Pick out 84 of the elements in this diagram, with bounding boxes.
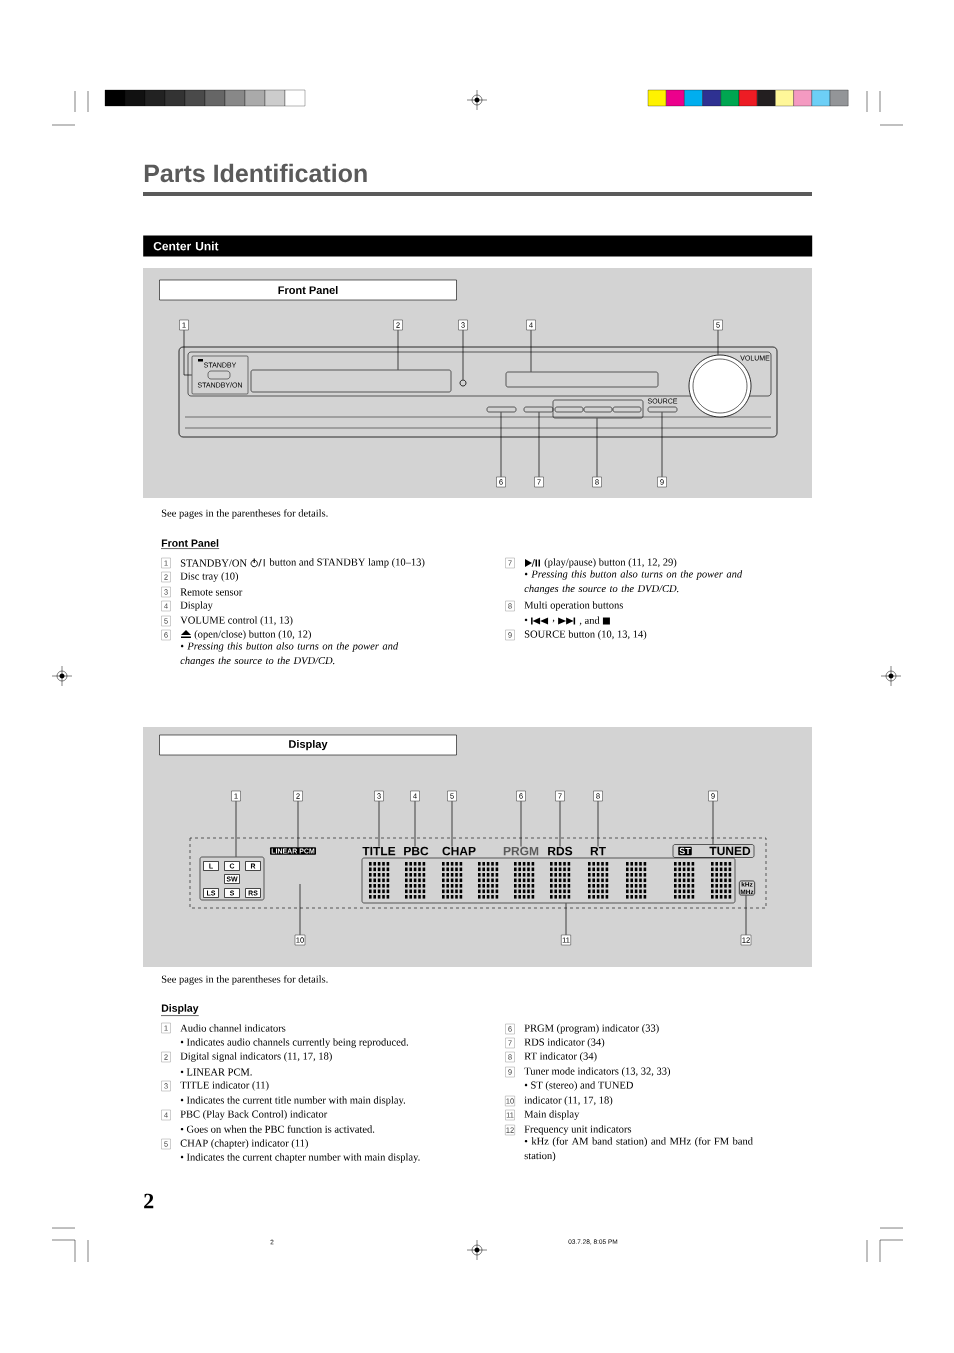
channel-indicator-frame [199,856,265,901]
leader-line [520,800,522,847]
leader-line [462,329,464,380]
page-title: Parts Identification [144,163,367,183]
leader-line [530,329,532,373]
section-band: Center Unit [143,235,813,257]
button-group-frame [552,399,644,419]
item-text: Tuner mode indicators (13, 32, 33) [524,1067,671,1077]
item-text: button and STANDBY lamp (10–13) [269,558,425,568]
leader-line [451,800,453,847]
leader-line [397,329,399,371]
leader-line [378,800,380,848]
stop-button [554,406,584,413]
indicator-label: CHAP [442,846,476,856]
note-text: See pages in the parentheses for details. [161,509,328,519]
indicator-label: TUNED [709,846,751,856]
leader-line [717,329,719,355]
display-window [505,371,659,388]
item-text: • Indicates the current title number with main display. [180,1096,405,1106]
next-button [612,406,642,413]
item-text: • ST (stereo) and TUNED [524,1081,633,1091]
item-text: RDS indicator (34) [524,1038,605,1048]
note-text: • Pressing this button also turns on the power and changes the source to the DVD/CD. [524,570,743,595]
leader-line [297,800,299,848]
indicator-badge: ST [678,846,692,856]
leader-line [745,895,747,936]
item-text: RT indicator (34) [524,1052,597,1062]
item-text: Digital signal indicators (11, 17, 18) [180,1052,332,1062]
note-text: See pages in the parentheses for details. [161,975,328,985]
item-text: Frequency unit indicators [524,1125,632,1135]
item-text: , and [579,616,600,626]
note-text: • Pressing this button also turns on the power and changes the source to the DVD/CD. [180,642,399,667]
leader-line [500,411,502,478]
section-heading: Front Panel [160,539,220,549]
item-text: • Indicates the current chapter number with main display. [180,1153,420,1163]
leader-line [414,800,416,847]
section-heading: Display [160,1004,200,1016]
main-display [361,857,736,904]
leader-line [235,800,237,858]
item-text: Disc tray (10) [180,572,239,582]
indicator-label: PRGM [503,846,539,856]
tuner-indicator-frame [672,844,755,858]
item-text: • LINEAR PCM. [180,1068,252,1076]
leader-line [565,902,567,936]
item-text: PRGM (program) indicator (33) [524,1024,659,1034]
indicator-label: RDS [548,846,573,856]
eject-button [486,406,517,413]
item-text: TITLE indicator (11) [180,1081,269,1091]
item-text: Audio channel indicators [180,1024,286,1032]
item-text: • kHz (for AM band station) and MHz (for FM band station) [524,1137,753,1162]
leader-line [538,411,540,478]
leader-line [559,800,561,847]
item-text: indicator (11, 17, 18) [524,1096,613,1106]
leader-line [597,800,599,848]
item-text: (open/close) button (10, 12) [194,630,311,640]
item-text: (play/pause) button (11, 12, 29) [544,558,677,568]
play-pause-button [523,406,554,413]
leader-line [661,411,663,478]
remote-sensor [459,379,467,387]
item-text: Main display [524,1110,580,1120]
indicator-label: RT [590,846,606,856]
item-text: Remote sensor [180,588,243,596]
item-text: VOLUME control (11, 13) [180,616,293,626]
item-text: Display [180,601,213,611]
item-text: STANDBY/ON [180,559,247,567]
item-text: Multi operation buttons [524,601,623,611]
item-text: • Goes on when the PBC function is activated. [180,1125,375,1133]
leader-line [299,883,301,936]
item-text: • Indicates audio channels currently being reproduced. [180,1038,408,1048]
disc-tray [250,369,452,393]
item-text: SOURCE button (10, 13, 14) [524,630,647,640]
panel-header-box: Front Panel [159,279,457,301]
panel-header-box: Display [159,734,457,756]
leader-line [183,329,193,376]
leader-line [712,800,714,845]
indicator-label: TITLE [362,846,396,856]
item-text: CHAP (chapter) indicator (11) [180,1139,308,1149]
item-text: PBC (Play Back Control) indicator [180,1110,328,1120]
leader-line [596,417,598,478]
indicator-label: PBC [404,846,429,856]
item-text: • [524,618,528,622]
page-number: 2 [144,1193,154,1209]
item-text: , [552,619,555,623]
previous-button [583,406,613,413]
